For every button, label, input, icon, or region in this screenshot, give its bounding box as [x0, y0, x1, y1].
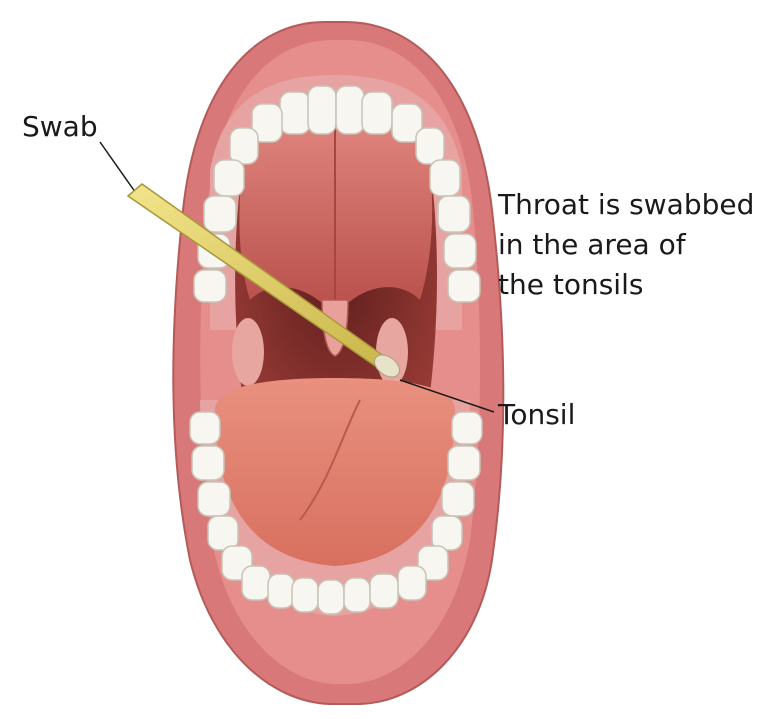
caption-line-3: the tonsils: [498, 265, 754, 305]
caption: Throat is swabbed in the area of the ton…: [498, 185, 754, 305]
caption-line-2: in the area of: [498, 225, 754, 265]
caption-line-1: Throat is swabbed: [498, 185, 754, 225]
swab-label: Swab: [22, 110, 98, 143]
tonsil-label: Tonsil: [498, 398, 575, 431]
swab-leader-line: [100, 142, 138, 196]
left-tonsil: [232, 318, 264, 386]
